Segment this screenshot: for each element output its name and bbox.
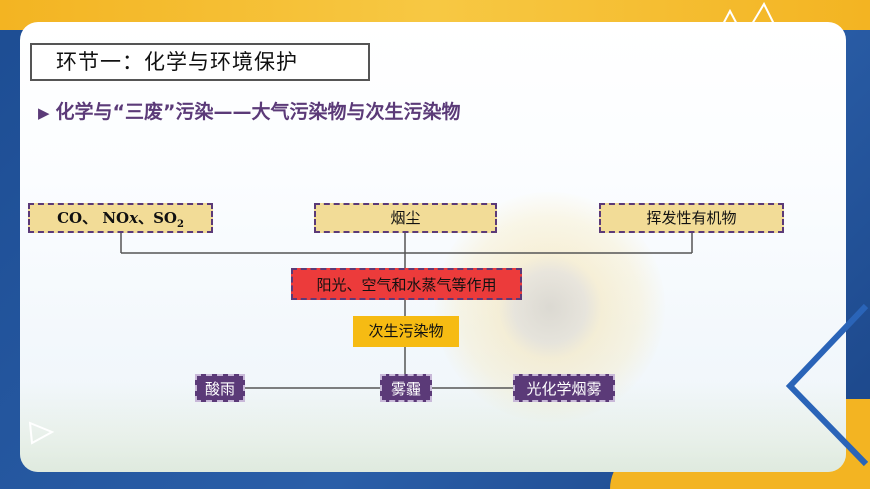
outcome-haze: 雾霾	[380, 374, 432, 402]
so2-label: SO2	[153, 209, 184, 230]
co-label: CO、	[57, 209, 98, 227]
triangle-outline-icon	[28, 421, 55, 445]
nox-label: NOx	[102, 209, 139, 227]
source-gases-box: CO、 NOx、SO2	[28, 203, 213, 233]
field-watermark	[20, 382, 846, 472]
source-voc-box: 挥发性有机物	[599, 203, 784, 233]
source-dust-box: 烟尘	[314, 203, 497, 233]
outcome-photochemical-smog: 光化学烟雾	[513, 374, 615, 402]
triangle-bullet-icon: ▶	[38, 104, 50, 122]
section-heading-text: 化学与“三废”污染——大气污染物与次生污染物	[55, 101, 461, 123]
separator: 、	[138, 209, 154, 227]
outcome-acid-rain: 酸雨	[195, 374, 245, 402]
secondary-pollutant-box: 次生污染物	[353, 316, 459, 347]
section-heading: ▶ 化学与“三废”污染——大气污染物与次生污染物	[38, 97, 461, 127]
process-box: 阳光、空气和水蒸气等作用	[291, 268, 522, 300]
chevron-outline-icon	[785, 303, 869, 467]
triangle-outline-icon	[719, 8, 741, 29]
page-title: 环节一：化学与环境保护	[30, 43, 370, 81]
triangle-outline-icon	[750, 2, 776, 25]
